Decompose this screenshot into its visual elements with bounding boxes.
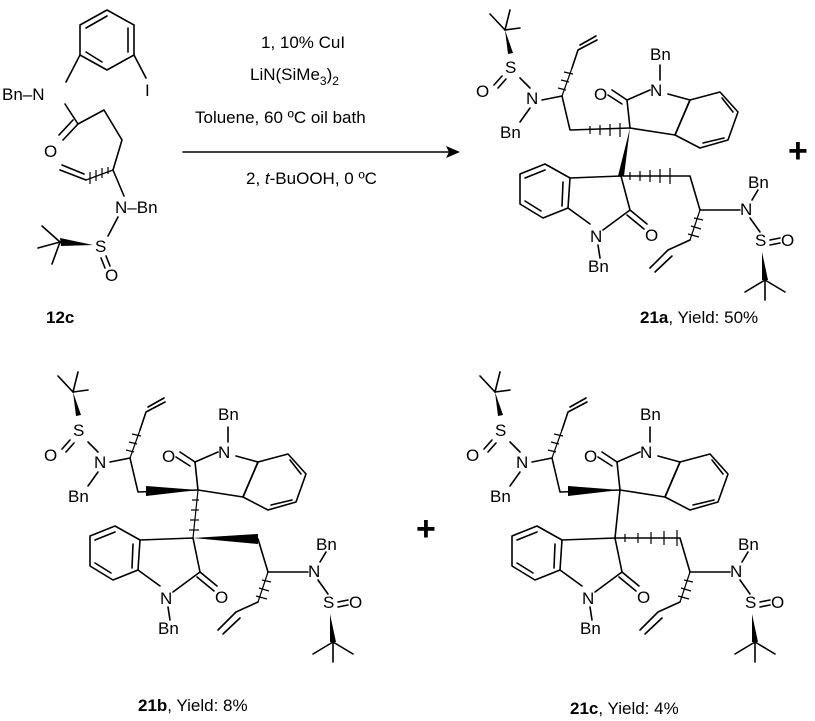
bn-21c-lactam-bottom: Bn [580,619,601,638]
sulfonamide-n-21a-bottom: N [740,200,752,219]
compound-21b: S O N Bn O N Bn [44,371,362,715]
sulfoxide-o-21b-top: O [44,446,57,465]
sulfur-atom-21b-bottom: S [323,593,334,612]
sulfonamide-n-21a-top: N [526,89,538,108]
caption-21c: 21c, Yield: 4% [570,699,679,718]
sulfonamide-n-21b-top: N [94,453,106,472]
compound-12c: I Bn–N O N–Bn S O 12c [2,9,158,327]
bn-21a-bottom: Bn [748,173,769,192]
sulfonamide-n-21c-bottom: N [730,562,742,581]
bn-21b-lactam-top: Bn [218,405,239,424]
carbonyl-o-21b-bottom: O [215,588,228,607]
bn-21c-lactam-top: Bn [640,405,661,424]
iodine-atom: I [145,81,150,100]
sulfur-atom-21a-bottom: S [755,231,766,250]
sulfur-atom-12c: S [95,237,106,256]
sulfoxide-o-21b-bottom: O [349,593,362,612]
bn-21a-lactam-top: Bn [650,45,671,64]
carbonyl-o-12c: O [44,142,57,161]
lactam-n-21a-top: N [650,81,662,100]
carbonyl-o-21b-top: O [162,447,175,466]
lactam-n-21c-bottom: N [582,589,594,608]
compound-21c: S O N Bn O N Bn [466,371,784,718]
bn-21c-top: Bn [490,487,511,506]
lactam-n-21a-bottom: N [590,227,602,246]
sulfoxide-o-21c-top: O [466,446,479,465]
carbonyl-o-21c-bottom: O [637,588,650,607]
sulfur-atom-21c-bottom: S [745,593,756,612]
reaction-arrow: 1, 10% CuI LiN(SiMe3)2 Toluene, 60 ºC oi… [182,33,460,188]
bn-21b-lactam-bottom: Bn [158,619,179,638]
sulfur-atom-21c-top: S [495,421,506,440]
sulfoxide-o-21a-bottom: O [781,231,794,250]
compound-21a: S O N Bn O N Bn [476,9,794,327]
sulfur-atom-21a-top: S [505,58,516,77]
plus-sign-2: + [416,510,436,548]
bn-21a-lactam-bottom: Bn [588,257,609,276]
bn-n-label-12c: Bn–N [2,85,45,104]
bn-21c-bottom: Bn [738,535,759,554]
compound-label-12c: 12c [46,308,74,327]
sulfoxide-o-21c-bottom: O [771,593,784,612]
condition-line-4: 2, t-BuOOH, 0 ºC [246,169,377,188]
caption-21b: 21b, Yield: 8% [138,696,248,715]
n-bn-label-12c: N–Bn [115,198,158,217]
caption-21a: 21a, Yield: 50% [640,308,758,327]
sulfonamide-n-21c-top: N [516,453,528,472]
bn-21a-top: Bn [500,123,521,142]
carbonyl-o-21a-top: O [594,85,607,104]
lactam-n-21b-bottom: N [160,589,172,608]
condition-line-1: 1, 10% CuI [261,33,345,52]
carbonyl-o-21c-top: O [584,447,597,466]
lactam-n-21b-top: N [218,443,230,462]
lactam-n-21c-top: N [640,443,652,462]
sulfoxide-o-21a-top: O [476,82,489,101]
condition-line-2: LiN(SiMe3)2 [250,65,339,88]
bn-21b-top: Bn [68,487,89,506]
sulfur-atom-21b-top: S [73,421,84,440]
plus-sign-1: + [788,132,808,170]
carbonyl-o-21a-bottom: O [645,226,658,245]
condition-line-3: Toluene, 60 ºC oil bath [195,108,366,127]
sulfonamide-n-21b-bottom: N [308,562,320,581]
sulfoxide-o-12c: O [105,266,118,285]
bn-21b-bottom: Bn [316,535,337,554]
